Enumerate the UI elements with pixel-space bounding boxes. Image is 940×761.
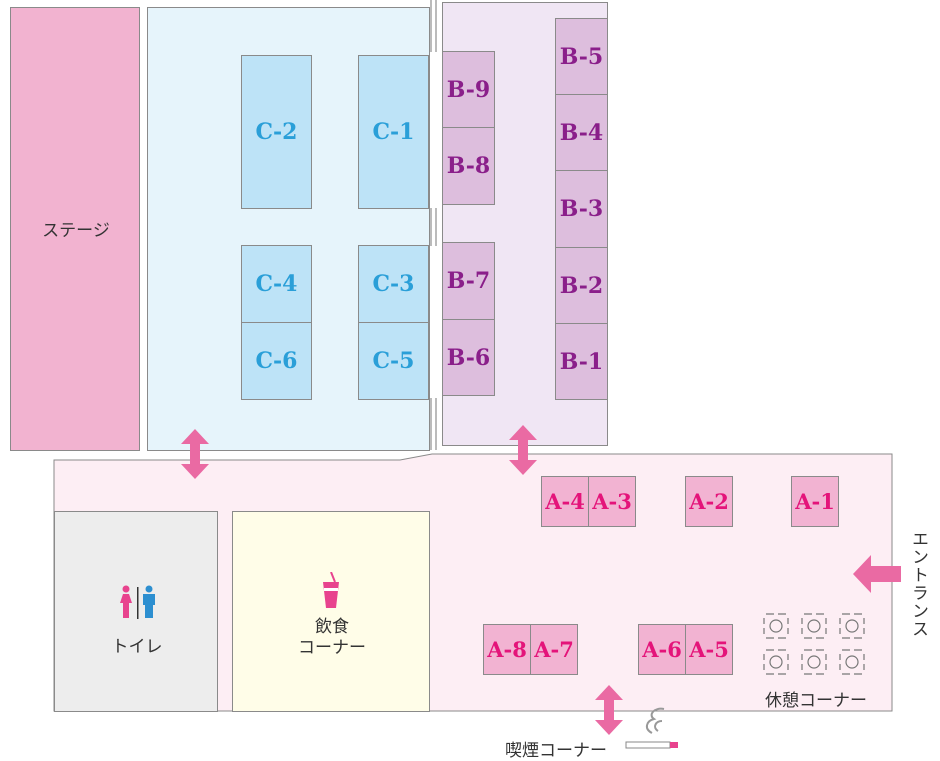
booth-c-4[interactable]: C-4 xyxy=(241,245,312,323)
booth-b-5[interactable]: B-5 xyxy=(555,18,608,95)
booth-c-3[interactable]: C-3 xyxy=(358,245,429,323)
booth-c-1[interactable]: C-1 xyxy=(358,55,429,209)
booth-b-3[interactable]: B-3 xyxy=(555,170,608,248)
booth-a-3[interactable]: A-3 xyxy=(588,476,636,527)
booth-b-1[interactable]: B-1 xyxy=(555,323,608,400)
booth-b-4[interactable]: B-4 xyxy=(555,94,608,171)
food-label-line1: 飲食 xyxy=(315,617,349,637)
booth-b-9[interactable]: B-9 xyxy=(442,51,495,128)
booth-a-2[interactable]: A-2 xyxy=(685,476,733,527)
booth-c-5[interactable]: C-5 xyxy=(358,322,429,400)
booth-a-1[interactable]: A-1 xyxy=(791,476,839,527)
toilet-label: トイレ xyxy=(111,637,163,657)
rest-corner-label: 休憩コーナー xyxy=(765,691,867,711)
booth-a-7[interactable]: A-7 xyxy=(530,624,578,675)
smoking-corner-label: 喫煙コーナー xyxy=(505,741,607,761)
booth-a-6[interactable]: A-6 xyxy=(638,624,686,675)
booth-c-6[interactable]: C-6 xyxy=(241,322,312,400)
cigarette-icon xyxy=(625,707,678,749)
booth-a-5[interactable]: A-5 xyxy=(685,624,733,675)
booth-b-6[interactable]: B-6 xyxy=(442,319,495,396)
booth-b-8[interactable]: B-8 xyxy=(442,127,495,205)
double-arrow-icon xyxy=(595,685,623,735)
drink-icon xyxy=(323,572,339,608)
food-label-line2: コーナー xyxy=(298,638,366,658)
toilet-area: トイレ xyxy=(54,511,218,712)
stage-label: ステージ xyxy=(42,221,110,241)
booth-b-2[interactable]: B-2 xyxy=(555,247,608,324)
room-divider-lines xyxy=(430,0,437,450)
restroom-icon xyxy=(120,585,155,619)
booth-a-4[interactable]: A-4 xyxy=(541,476,589,527)
booth-b-7[interactable]: B-7 xyxy=(442,242,495,320)
food-corner: 飲食 コーナー xyxy=(232,511,430,712)
double-arrow-icon xyxy=(181,429,209,479)
double-arrow-icon xyxy=(509,425,537,475)
entrance-label: エントランス xyxy=(908,530,928,638)
entrance-arrow-icon xyxy=(853,555,901,593)
booth-c-2[interactable]: C-2 xyxy=(241,55,312,209)
booth-a-8[interactable]: A-8 xyxy=(483,624,531,675)
stage-area: ステージ xyxy=(10,7,140,451)
table-chairs-icon xyxy=(763,613,865,675)
